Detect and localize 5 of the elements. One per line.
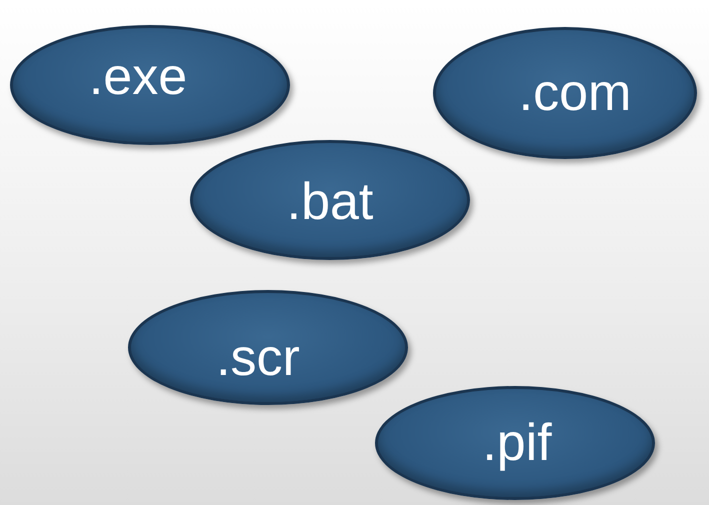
node-label: .scr [216, 332, 300, 384]
node-label: .exe [88, 51, 188, 103]
node-label: .com [518, 67, 632, 119]
node-label: .pif [482, 417, 552, 469]
node-label: .bat [286, 176, 374, 228]
